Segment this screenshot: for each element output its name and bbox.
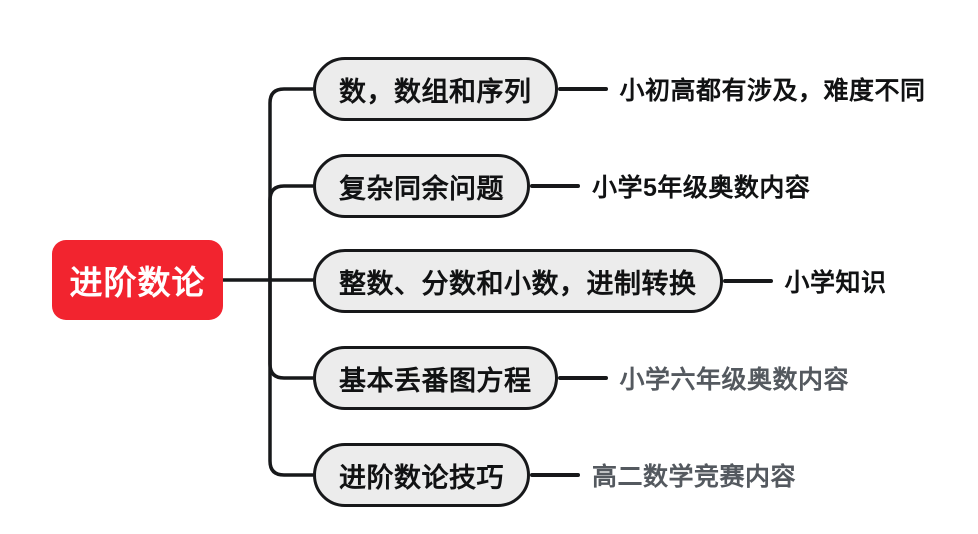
branch-node-5[interactable]: 进阶数论技巧 (313, 443, 530, 507)
branch-node-3[interactable]: 整数、分数和小数，进制转换 (313, 249, 723, 313)
note-connector-2 (530, 184, 580, 188)
branch-note-1[interactable]: 小初高都有涉及，难度不同 (619, 77, 926, 105)
branch-note-3[interactable]: 小学知识 (784, 269, 887, 297)
branch-note-2[interactable]: 小学5年级奥数内容 (592, 174, 811, 202)
root-node[interactable]: 进阶数论 (52, 240, 223, 320)
branch-note-4[interactable]: 小学六年级奥数内容 (619, 366, 850, 394)
note-connector-3 (722, 279, 773, 283)
branch-row-1: 数，数组和序列 小初高都有涉及，难度不同 (313, 56, 926, 122)
note-connector-5 (530, 473, 580, 477)
note-connector-1 (557, 87, 608, 91)
connector-trunk-to-branch-1 (268, 87, 315, 282)
branch-row-2: 复杂同余问题 小学5年级奥数内容 (313, 153, 810, 219)
connector-trunk-to-branch-2 (268, 184, 315, 282)
note-connector-4 (557, 376, 608, 380)
connector-trunk-to-branch-5 (268, 278, 315, 477)
branch-node-1[interactable]: 数，数组和序列 (313, 57, 558, 121)
branch-row-4: 基本丢番图方程 小学六年级奥数内容 (313, 345, 849, 411)
connector-trunk-to-branch-4 (268, 278, 315, 380)
branch-row-3: 整数、分数和小数，进制转换 小学知识 (313, 248, 887, 314)
branch-node-4[interactable]: 基本丢番图方程 (313, 346, 558, 410)
branch-note-5[interactable]: 高二数学竞赛内容 (592, 463, 797, 491)
branch-node-2[interactable]: 复杂同余问题 (313, 154, 530, 218)
branch-row-5: 进阶数论技巧 高二数学竞赛内容 (313, 442, 796, 508)
